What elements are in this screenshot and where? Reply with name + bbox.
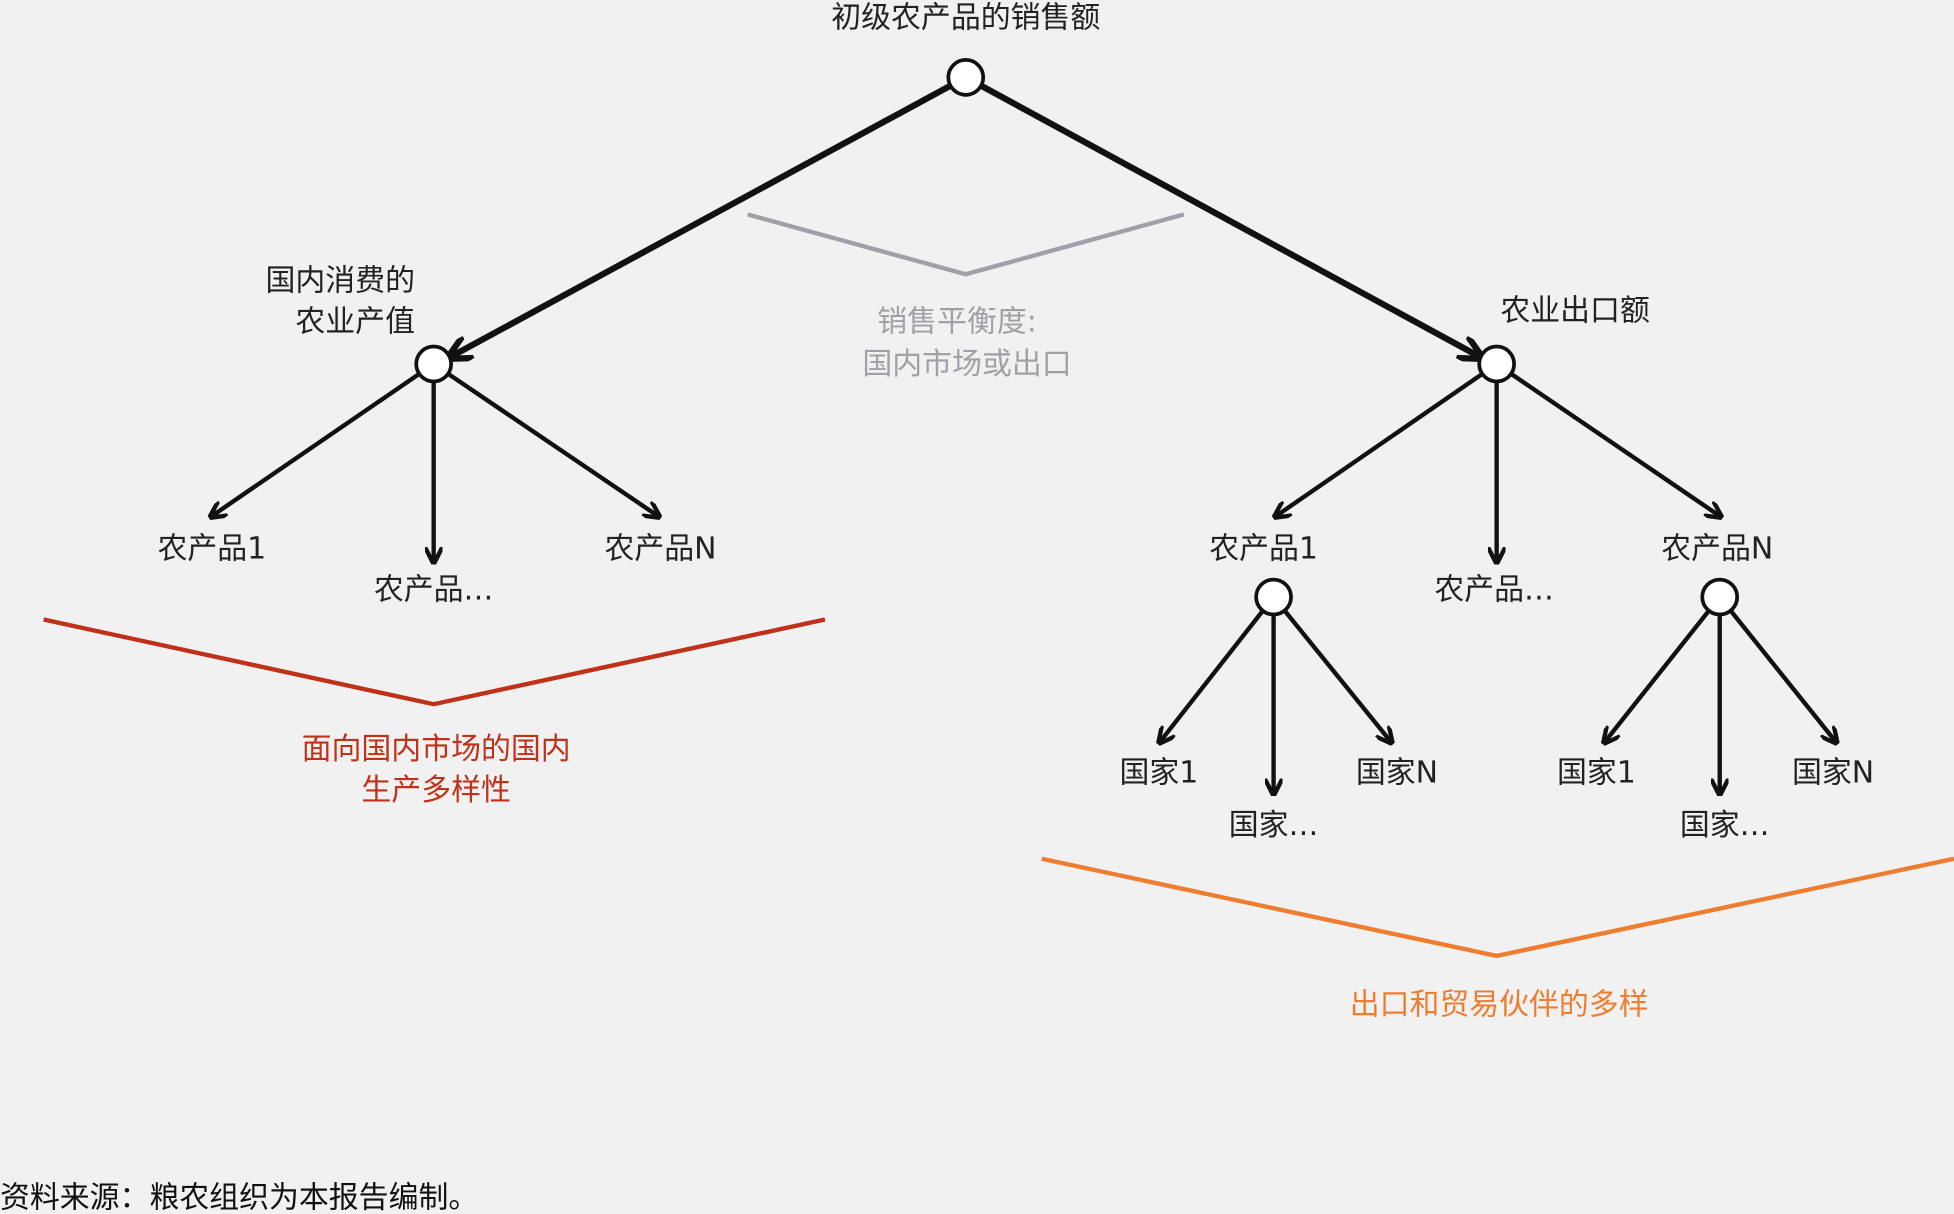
p1-country-dots: 国家… [1229, 808, 1319, 843]
pN-country-dots: 国家… [1680, 808, 1770, 843]
domestic-diversity-line1: 面向国内市场的国内 [302, 732, 571, 767]
export-product-1: 农产品1 [1209, 531, 1318, 566]
edge-p1-countryN [1271, 595, 1391, 742]
export-label: 农业出口额 [1500, 293, 1650, 328]
pN-country-1: 国家1 [1557, 756, 1636, 791]
root-node [946, 58, 986, 97]
edge-pN-countryN [1718, 595, 1836, 742]
edge-domestic-product1 [212, 362, 435, 516]
domestic-diversity-line2: 生产多样性 [361, 773, 510, 808]
domestic-diversity-brace [43, 617, 826, 707]
edge-root-domestic [451, 74, 968, 356]
export-product-n: 农产品N [1661, 531, 1773, 566]
export-diversity-label: 出口和贸易伙伴的多样 [1350, 987, 1649, 1022]
source-note: 资料来源：粮农组织为本报告编制。 [0, 1181, 478, 1214]
export-product1-node [1254, 577, 1293, 617]
export-product-dots: 农产品… [1434, 573, 1554, 608]
edge-export-product1 [1276, 362, 1498, 516]
export-diversity-brace [1041, 856, 1954, 959]
domestic-product-n: 农产品N [604, 531, 716, 566]
domestic-label-line2: 农业产值 [295, 305, 415, 340]
balance-label-line2: 国内市场或出口 [862, 347, 1071, 382]
domestic-product-1: 农产品1 [157, 531, 266, 566]
export-productN-node [1700, 577, 1740, 617]
edge-p1-country1 [1160, 595, 1276, 742]
pN-country-n: 国家N [1792, 756, 1874, 791]
edge-domestic-productN [432, 362, 658, 516]
balance-brace [747, 212, 1185, 277]
edge-root-export [964, 74, 1479, 356]
edge-export-productN [1495, 362, 1720, 516]
domestic-product-dots: 农产品… [374, 573, 494, 608]
p1-country-n: 国家N [1356, 756, 1438, 791]
balance-label-line1: 销售平衡度: [877, 305, 1037, 340]
p1-country-1: 国家1 [1120, 756, 1199, 791]
domestic-node [414, 344, 453, 384]
edge-pN-country1 [1605, 595, 1722, 742]
root-label: 初级农产品的销售额 [831, 1, 1100, 36]
domestic-label-line1: 国内消费的 [266, 263, 415, 298]
export-node [1477, 344, 1516, 384]
